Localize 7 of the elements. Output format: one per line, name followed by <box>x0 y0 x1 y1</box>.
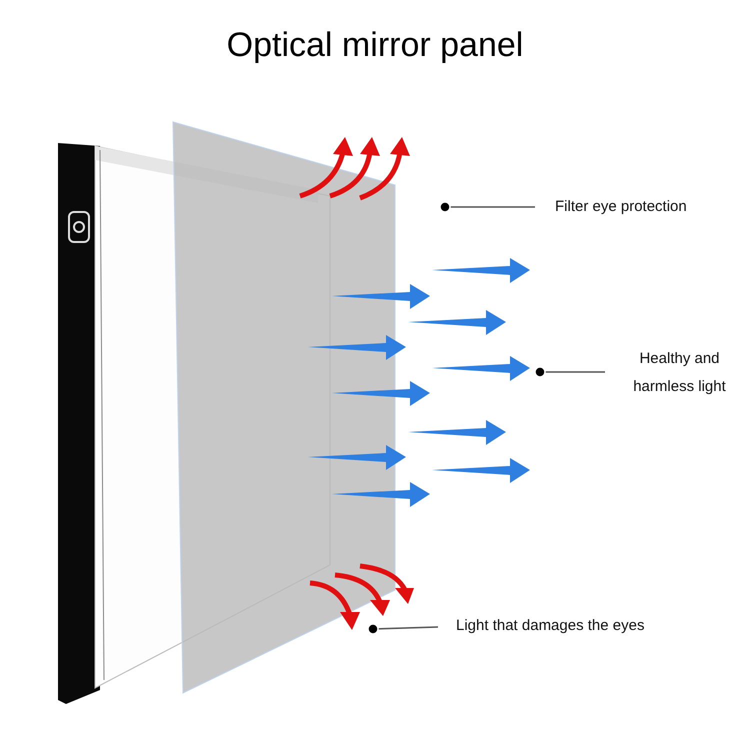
leader-line <box>439 201 535 213</box>
leader-line <box>367 623 438 635</box>
callout-label: Light that damages the eyes <box>456 612 686 640</box>
leader-line <box>534 366 605 378</box>
title: Optical mirror panel <box>226 26 524 65</box>
callout-label: Healthy and harmless light <box>622 345 737 401</box>
callout-label: Filter eye protection <box>555 193 715 221</box>
